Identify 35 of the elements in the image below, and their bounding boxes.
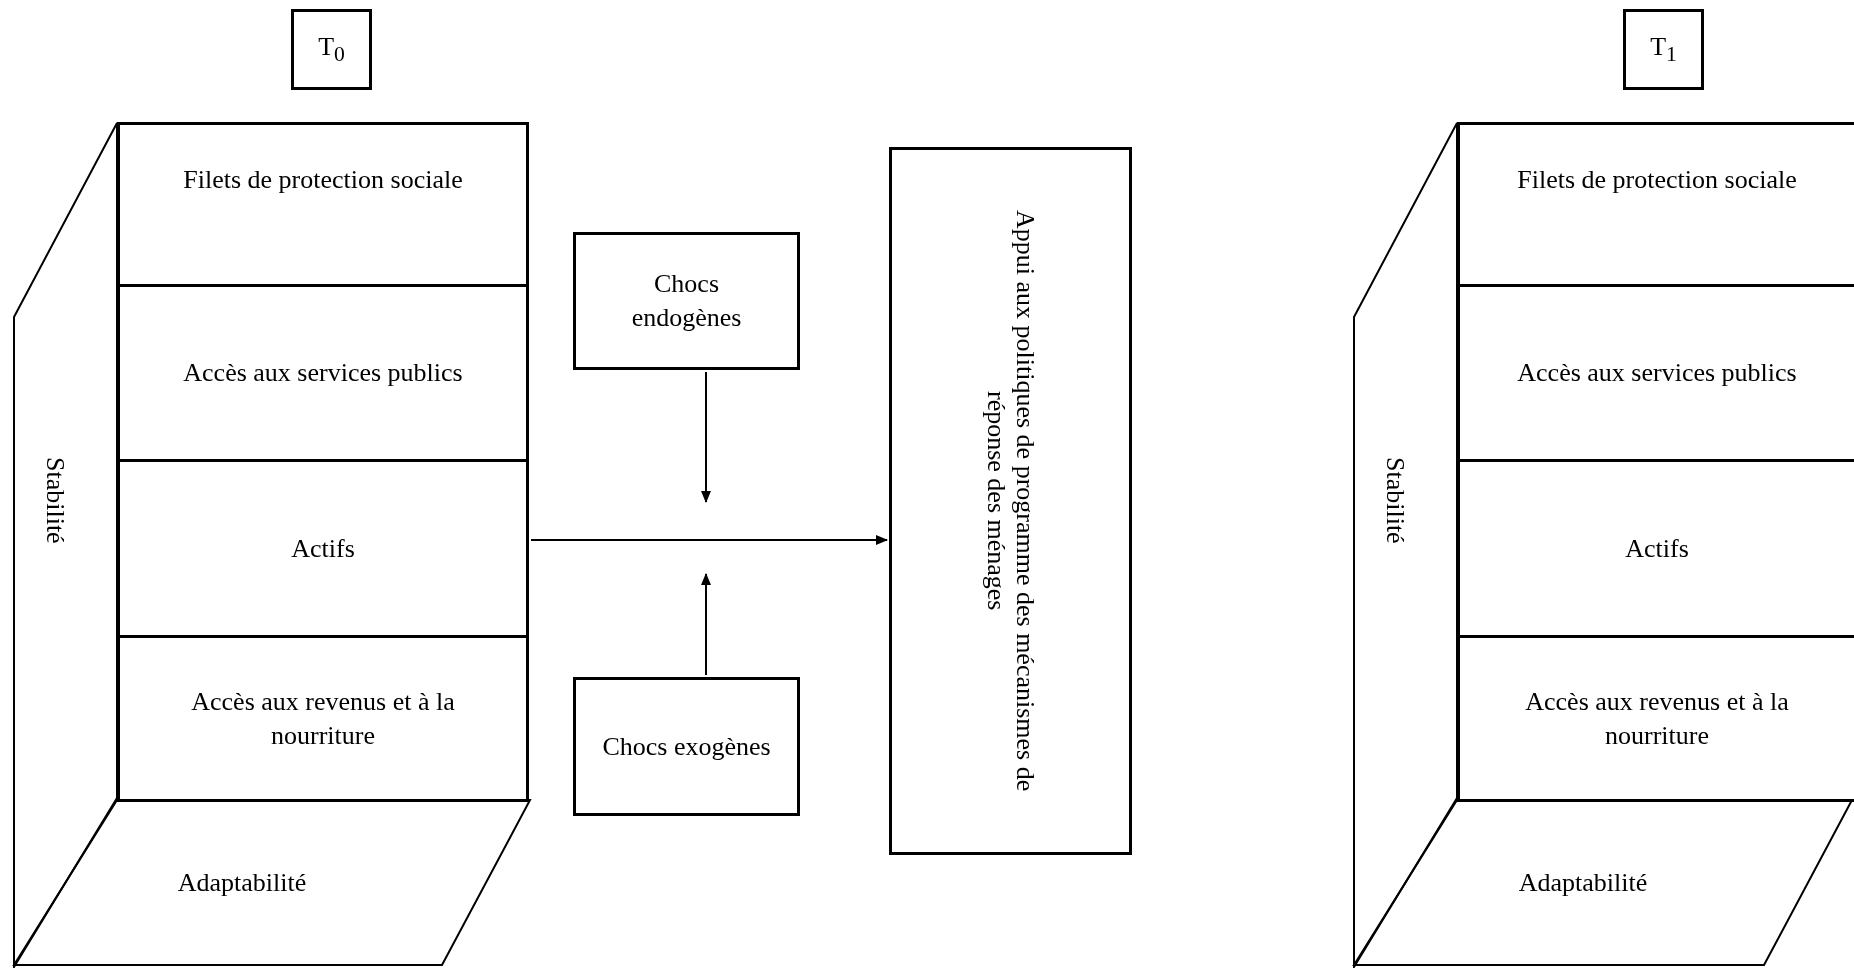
layer-text: Adaptabilité [177,866,307,899]
bottom-face [1352,799,1854,966]
stack-layer [117,284,529,462]
layer-text: Stabilité [40,456,72,544]
stack-layer [1457,122,1854,287]
policy-box [889,147,1132,855]
layer-text: Filets de protection sociale [1516,164,1798,196]
layer-text: Accès aux revenus et à la nourriture [190,685,456,752]
layer-text: Actifs [1624,532,1690,565]
layer-text: Accès aux services publics [182,357,464,390]
time-label [291,9,372,90]
layer-text: Accès aux services publics [1516,357,1798,390]
side-face [12,122,119,968]
policy-text: Appui aux politiques de programme des mécanismes de réponse des ménages [980,209,1041,794]
stack-layer [1457,635,1854,802]
time-text: T$_{1}$ [1649,31,1678,69]
layer-text: Chocs endogènes [630,268,743,334]
time-text: T$_{0}$ [317,31,346,69]
shock-box [573,232,800,370]
bottom-face [12,799,532,966]
shock-box [573,677,800,816]
stack-layer [117,459,529,638]
stack-layer [117,635,529,802]
layer-text: Filets de protection sociale [182,164,464,196]
layer-text: Actifs [290,532,356,565]
layer-text: Adaptabilité [1518,866,1648,899]
stack-layer [117,122,529,287]
layer-text: Stabilité [1380,456,1412,544]
side-face [1352,122,1459,968]
arrow [530,535,888,545]
arrow [701,371,711,503]
arrow [701,573,711,676]
layer-text: Chocs exogènes [601,730,772,763]
layer-text: Accès aux revenus et à la nourriture [1524,685,1790,752]
time-label [1623,9,1704,90]
